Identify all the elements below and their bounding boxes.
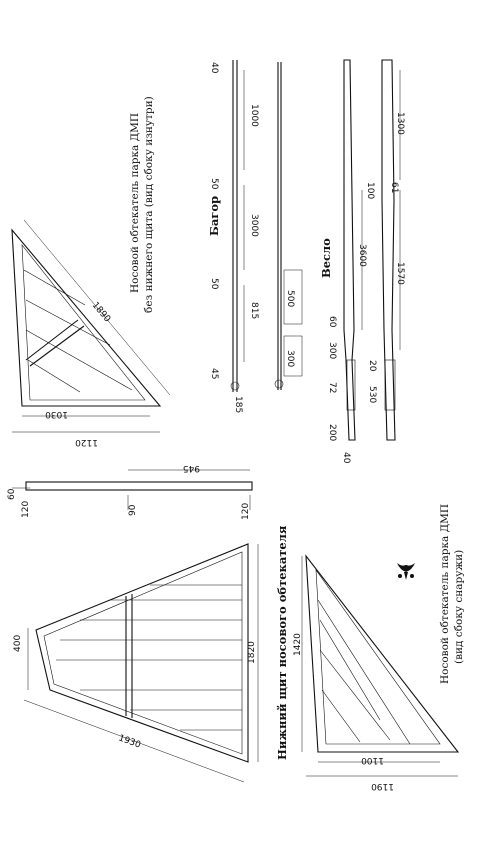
dim-hook-50b: 50 xyxy=(209,278,219,290)
eagle-emblem-icon xyxy=(397,563,415,580)
caption-lower-shield: Нижний щит носового обтекателя xyxy=(275,525,289,760)
dim-oar-3600: 3600 xyxy=(357,244,367,267)
dim-oar-1570: 1570 xyxy=(395,262,405,285)
dim-hook-40: 40 xyxy=(209,62,219,74)
dim-hook-815: 815 xyxy=(249,302,259,319)
dim-strip-120b: 120 xyxy=(241,503,251,520)
dim-outer-1100: 1100 xyxy=(361,755,384,765)
dim-shield-400: 400 xyxy=(13,635,23,652)
lower-shield: 400 1820 1930 xyxy=(13,543,259,783)
dim-oar-1300: 1300 xyxy=(395,112,405,135)
caption-outer-line1: Носовой обтекатель парка ДМП xyxy=(439,504,451,684)
dim-hook-50a: 50 xyxy=(209,178,219,190)
dim-oar-200: 200 xyxy=(327,424,337,441)
dim-shield-1820: 1820 xyxy=(247,641,257,664)
dim-oar-72: 72 xyxy=(327,382,337,393)
dim-hook-185: 185 xyxy=(233,396,243,413)
caption-boat-hook: Багор xyxy=(207,196,221,236)
caption-inner-line2: без нижнего щита (вид сбоку изнутри) xyxy=(143,96,155,313)
dim-outer-1190: 1190 xyxy=(371,781,394,791)
dim-oar-40: 40 xyxy=(341,452,351,464)
outer-view-fairing: 1420 1100 1190 xyxy=(293,554,460,791)
dim-hook-3000: 3000 xyxy=(249,214,259,237)
dim-strip-120a: 120 xyxy=(21,501,31,518)
dim-inner-base: 1030 xyxy=(45,409,68,419)
dim-hook-500: 500 xyxy=(285,290,295,307)
dim-oar-61: 61 xyxy=(389,182,399,193)
dim-outer-1420: 1420 xyxy=(293,633,303,656)
caption-outer-line2: (вид сбоку снаружи) xyxy=(453,550,465,664)
caption-oar: Весло xyxy=(319,238,333,278)
dim-strip-len: 945 xyxy=(183,463,200,473)
dim-inner-base-total: 1120 xyxy=(75,437,98,447)
dim-strip-60: 60 xyxy=(7,488,17,500)
dim-oar-530: 530 xyxy=(367,386,377,403)
dim-oar-60: 60 xyxy=(327,316,337,328)
oar: 1300 100 61 3600 1570 60 300 20 72 530 2… xyxy=(327,59,405,464)
dim-hook-45: 45 xyxy=(209,368,219,379)
dim-oar-20: 20 xyxy=(367,360,377,372)
dim-hook-1000: 1000 xyxy=(249,104,259,127)
strip-detail: 945 60 120 90 120 xyxy=(7,463,253,520)
dim-strip-90: 90 xyxy=(128,504,138,516)
caption-inner-line1: Носовой обтекатель парка ДМП xyxy=(129,113,141,293)
dim-oar-100: 100 xyxy=(365,182,375,199)
dim-hook-300: 300 xyxy=(285,350,295,367)
dim-inner-hyp: 1890 xyxy=(90,301,113,325)
boat-hook: 40 1000 50 3000 50 815 45 185 500 300 xyxy=(209,60,303,413)
dim-oar-300: 300 xyxy=(327,342,337,359)
dim-shield-1930: 1930 xyxy=(117,733,142,750)
